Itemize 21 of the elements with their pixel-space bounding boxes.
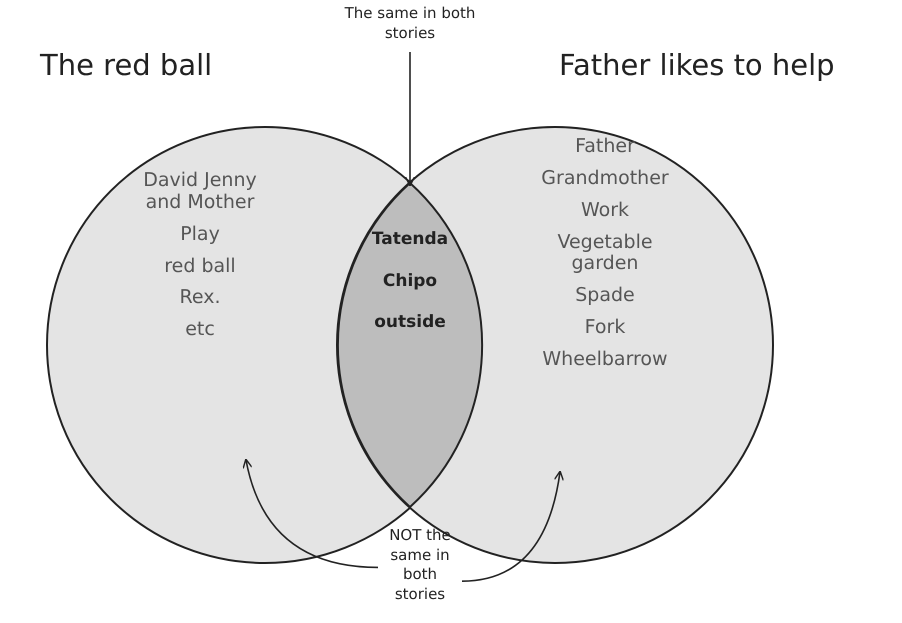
circle-heading: Father likes to help: [559, 48, 835, 82]
curved-arrow: [242, 458, 378, 568]
item-label: Play: [180, 224, 220, 246]
item-label: etc: [185, 319, 215, 342]
circle-heading: The red ball: [40, 48, 212, 82]
curved-arrow: [462, 470, 564, 582]
item-label: outside: [374, 313, 446, 333]
item-label: Work: [580, 200, 630, 222]
item-label: Father: [575, 136, 635, 158]
item-label: Chipo: [382, 272, 438, 292]
item-label: Spade: [575, 285, 635, 308]
item-label: Wheelbarrow: [542, 348, 668, 371]
item-label: David Jenny and Mother: [142, 170, 258, 214]
item-label: Vegetable garden: [556, 232, 654, 276]
item-label: Tatenda: [372, 230, 448, 250]
item-label: Grandmother: [541, 168, 669, 190]
item-label: red ball: [164, 256, 236, 278]
item-label: Fork: [584, 317, 626, 339]
item-label: Rex.: [180, 287, 220, 310]
note-text: The same in both stories: [344, 4, 476, 43]
curved-arrow: [404, 52, 416, 187]
